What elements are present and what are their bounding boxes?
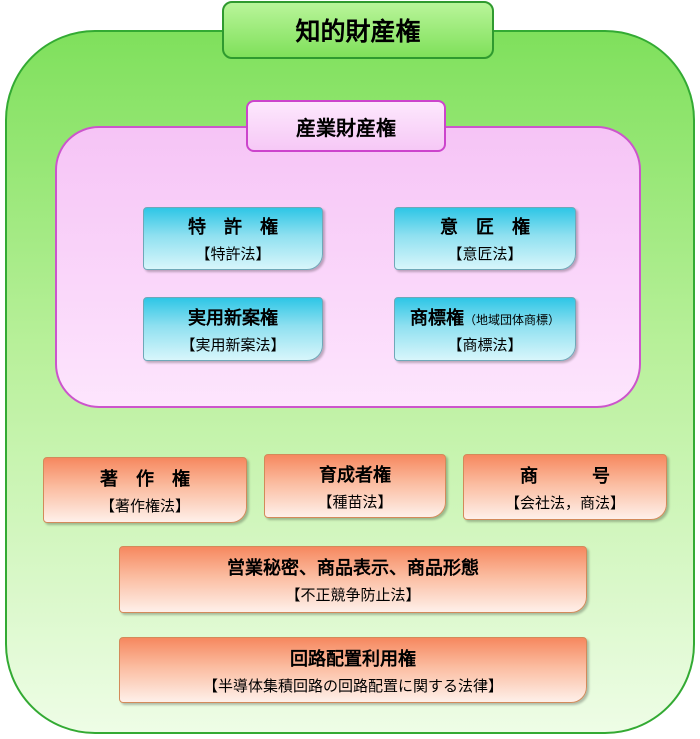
trade-name-box: 商 号 【会社法，商法】 — [463, 454, 667, 520]
regional-collective-trademark-note: （地域団体商標） — [463, 312, 560, 327]
trade-secrets-name: 営業秘密、商品表示、商品形態 — [227, 558, 479, 579]
utility-model-right-box: 実用新案権 【実用新案法】 — [143, 297, 323, 361]
utility-model-right-name: 実用新案権 — [188, 307, 278, 329]
trademark-right-name: 商標権 — [409, 307, 464, 329]
copyright-law: 【著作権法】 — [99, 496, 190, 515]
breeders-right-box: 育成者権 【種苗法】 — [264, 454, 446, 518]
copyright-box: 著 作 権 【著作権法】 — [43, 457, 247, 523]
circuit-layout-right-box: 回路配置利用権 【半導体集積回路の回路配置に関する法律】 — [119, 637, 587, 703]
design-right-box: 意 匠 権 【意匠法】 — [394, 207, 576, 270]
patent-right-name: 特 許 権 — [188, 217, 278, 238]
design-right-name: 意 匠 権 — [440, 217, 530, 238]
industrial-property-title: 産業財産権 — [246, 100, 446, 152]
unfair-competition-prevention-law: 【不正競争防止法】 — [285, 586, 421, 604]
trademark-law: 【商標法】 — [447, 335, 523, 354]
utility-model-law: 【実用新案法】 — [180, 335, 286, 354]
copyright-name: 著 作 権 — [100, 468, 190, 490]
circuit-layout-right-name: 回路配置利用権 — [290, 648, 416, 670]
design-law: 【意匠法】 — [447, 245, 523, 263]
trademark-right-box: 商標権（地域団体商標） 【商標法】 — [394, 297, 576, 361]
circuit-layout-law: 【半導体集積回路の回路配置に関する法律】 — [202, 676, 503, 695]
breeders-right-name: 育成者権 — [319, 464, 391, 486]
trade-name-name: 商 号 — [520, 465, 610, 487]
patent-law: 【特許法】 — [195, 245, 271, 263]
intellectual-property-title: 知的財産権 — [222, 1, 494, 59]
companies-act-commercial-code: 【会社法，商法】 — [504, 493, 625, 512]
patent-right-box: 特 許 権 【特許法】 — [143, 207, 323, 270]
trade-secrets-box: 営業秘密、商品表示、商品形態 【不正競争防止法】 — [119, 546, 587, 613]
seeds-and-seedlings-law: 【種苗法】 — [317, 492, 393, 511]
